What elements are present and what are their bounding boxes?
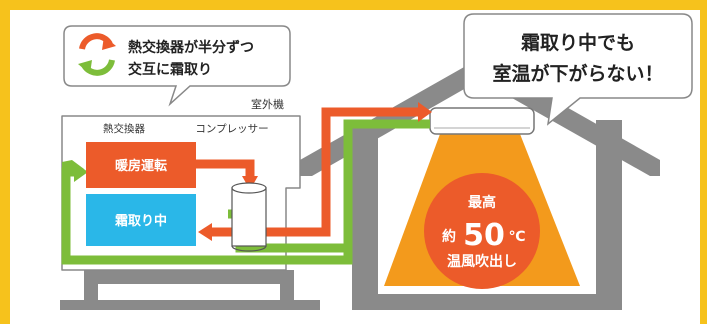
warm-air-circle (424, 173, 540, 289)
left-bubble-line2: 交互に霜取り (128, 61, 212, 78)
defrost-box (86, 194, 196, 246)
indoor-ac-unit (429, 107, 535, 135)
warm-air-temperature: 50 (463, 218, 505, 253)
cycle-arrowhead-bottom (78, 60, 92, 74)
cycle-arrows-icon (78, 33, 116, 76)
house-left-wall (352, 120, 378, 310)
hot-pipe-to-indoor (266, 107, 420, 237)
stand-top (84, 270, 294, 284)
house-right-wall (596, 120, 622, 310)
hot-pipe-arrowhead-defrost (198, 223, 212, 241)
warm-air-line1: 最高 (468, 194, 496, 211)
compressor-body (231, 187, 267, 247)
heat-exchanger-label: 熱交換器 (103, 122, 145, 135)
right-speech-bubble (463, 13, 693, 126)
heating-label: 暖房運転 (115, 158, 167, 174)
compressor-cylinder (231, 182, 267, 252)
defrost-label: 霜取り中 (114, 213, 167, 229)
hot-pipe-arrowhead-indoor (418, 102, 432, 122)
cool-pipe-arrow-right (74, 162, 88, 182)
right-bubble-line1: 霜取り中でも (520, 31, 635, 54)
hot-pipe-to-compressor (196, 159, 255, 178)
ac-unit-body (429, 107, 535, 135)
cycle-arrowhead-top (102, 36, 116, 50)
house-floor (352, 294, 622, 310)
compressor-label: コンプレッサー (195, 123, 268, 135)
warm-air-prefix: 約 (442, 228, 456, 245)
outdoor-unit-stand (60, 270, 320, 310)
left-speech-bubble (63, 25, 291, 107)
right-bubble-line2: 室温が下がらない！ (492, 62, 663, 85)
warm-air-unit: ℃ (509, 229, 526, 245)
cool-pipe-arrowhead (62, 160, 84, 176)
stand-base (60, 300, 320, 310)
compressor-top (231, 182, 267, 194)
outdoor-unit-title: 室外機 (251, 97, 284, 111)
house-illustration (300, 58, 660, 310)
warm-air-line3: 温風吹出し (447, 253, 517, 270)
compressor-bottom (231, 245, 267, 252)
left-bubble-line1: 熱交換器が半分ずつ (128, 39, 254, 56)
heating-box (86, 142, 196, 188)
